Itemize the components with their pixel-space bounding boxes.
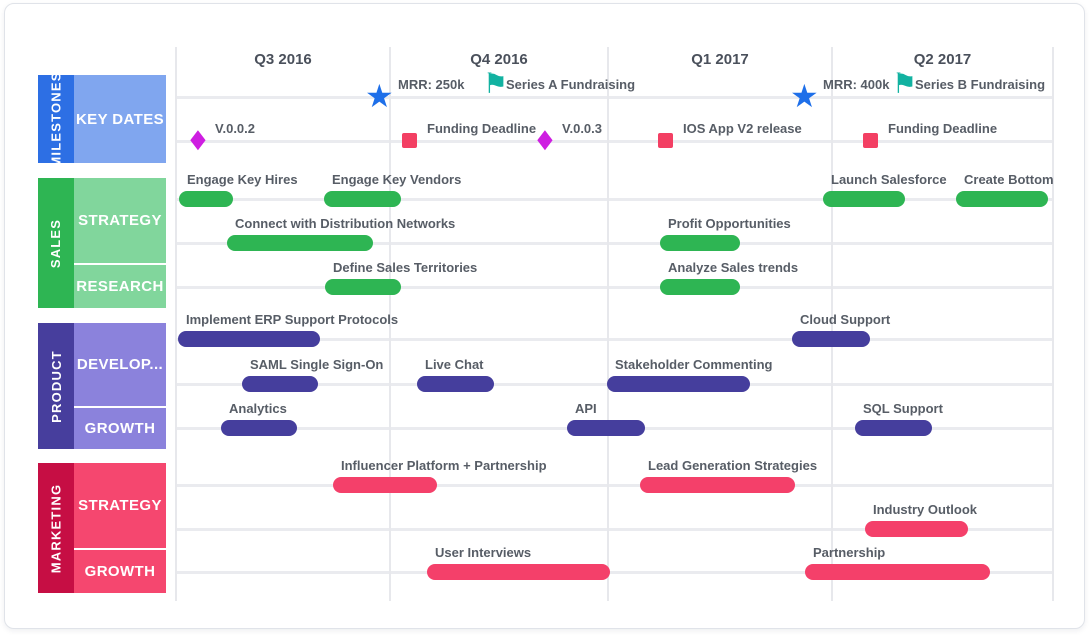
timeline-bar[interactable]: Launch Salesforce bbox=[823, 172, 947, 207]
lane-product-development[interactable]: DEVELOP... bbox=[74, 323, 166, 406]
bar-label: SQL Support bbox=[863, 401, 943, 416]
bar-label: Profit Opportunities bbox=[668, 216, 791, 231]
row-gridline bbox=[176, 198, 1053, 201]
lane-sales-research[interactable]: RESEARCH bbox=[74, 263, 166, 308]
milestone-label: Funding Deadline bbox=[888, 121, 998, 136]
milestone-label: IOS App V2 release bbox=[683, 121, 802, 136]
bar-label: Engage Key Hires bbox=[187, 172, 298, 187]
bar-label: SAML Single Sign-On bbox=[250, 357, 384, 372]
sidebar-group-sales[interactable]: SALES STRATEGY RESEARCH bbox=[38, 178, 166, 308]
star-icon[interactable]: ★ bbox=[790, 77, 819, 115]
lane-marketing-strategy[interactable]: STRATEGY bbox=[74, 463, 166, 549]
milestone-label: V.0.0.2 bbox=[215, 121, 256, 136]
bar-label: Connect with Distribution Networks bbox=[235, 216, 456, 231]
timeline-bar[interactable]: API bbox=[567, 401, 645, 436]
quarter-header-q1-2017: Q1 2017 bbox=[691, 51, 749, 68]
milestone-label: Series A Fundraising bbox=[506, 77, 636, 92]
group-header-sales[interactable]: SALES bbox=[38, 178, 74, 308]
diamond-icon[interactable]: ◆ bbox=[190, 122, 206, 154]
square-icon[interactable] bbox=[402, 133, 417, 148]
timeline-bar[interactable]: Stakeholder Commenting bbox=[607, 357, 772, 392]
group-header-marketing[interactable]: MARKETING bbox=[38, 463, 74, 593]
lane-sales-strategy[interactable]: STRATEGY bbox=[74, 178, 166, 264]
timeline-bar[interactable]: Live Chat bbox=[417, 357, 494, 392]
sidebar-group-marketing[interactable]: MARKETING STRATEGY GROWTH bbox=[38, 463, 166, 593]
milestone-label: MRR: 250k bbox=[398, 77, 465, 92]
quarter-gridline bbox=[831, 47, 833, 601]
milestone-label: V.0.0.3 bbox=[562, 121, 603, 136]
flag-icon[interactable]: ⚑ bbox=[483, 67, 509, 100]
sidebar-group-milestones[interactable]: MILESTONES KEY DATES bbox=[38, 71, 166, 167]
bar-label: API bbox=[575, 401, 597, 416]
diamond-icon[interactable]: ◆ bbox=[537, 122, 553, 154]
group-header-product[interactable]: PRODUCT bbox=[38, 323, 74, 449]
timeline-bar[interactable]: Define Sales Territories bbox=[325, 260, 477, 295]
timeline-bar[interactable]: Engage Key Hires bbox=[179, 172, 298, 207]
timeline-bar[interactable]: SAML Single Sign-On bbox=[242, 357, 383, 392]
timeline-bar[interactable]: Implement ERP Support Protocols bbox=[178, 312, 398, 347]
bar-label: Engage Key Vendors bbox=[332, 172, 462, 187]
bar-label: Define Sales Territories bbox=[333, 260, 478, 275]
quarter-header-q3-2016: Q3 2016 bbox=[254, 51, 312, 68]
star-icon[interactable]: ★ bbox=[365, 77, 394, 115]
lane-product-growth[interactable]: GROWTH bbox=[74, 405, 166, 449]
flag-icon[interactable]: ⚑ bbox=[892, 67, 918, 100]
row-gridline bbox=[176, 286, 1053, 289]
square-icon[interactable] bbox=[658, 133, 673, 148]
row-gridline bbox=[176, 140, 1053, 143]
bar-label: User Interviews bbox=[435, 545, 532, 560]
timeline-bar[interactable]: Profit Opportunities bbox=[660, 216, 791, 251]
timeline-bar[interactable]: Analyze Sales trends bbox=[660, 260, 798, 295]
row-gridline bbox=[176, 484, 1053, 487]
timeline-bar[interactable]: Lead Generation Strategies bbox=[640, 458, 817, 493]
milestone-label: Funding Deadline bbox=[427, 121, 537, 136]
row-gridline bbox=[176, 96, 1053, 99]
timeline-bar[interactable]: Partnership bbox=[805, 545, 990, 580]
row-gridline bbox=[176, 338, 1053, 341]
row-gridline bbox=[176, 242, 1053, 245]
quarter-header-q4-2016: Q4 2016 bbox=[470, 51, 528, 68]
bar-label: Create Bottom bbox=[964, 172, 1054, 187]
timeline-bar[interactable]: User Interviews bbox=[427, 545, 610, 580]
bar-label: Launch Salesforce bbox=[831, 172, 947, 187]
milestone-label: Series B Fundraising bbox=[915, 77, 1046, 92]
bar-label: Influencer Platform + Partnership bbox=[341, 458, 547, 473]
quarter-gridline bbox=[607, 47, 609, 601]
bar-label: Lead Generation Strategies bbox=[648, 458, 818, 473]
timeline-bar[interactable]: Create Bottom bbox=[956, 172, 1054, 207]
bar-label: Partnership bbox=[813, 545, 886, 560]
quarter-header-q2-2017: Q2 2017 bbox=[913, 51, 972, 68]
row-gridline bbox=[176, 571, 1053, 574]
lane-marketing-growth[interactable]: GROWTH bbox=[74, 548, 166, 593]
bar-label: Industry Outlook bbox=[873, 502, 977, 517]
row-gridline bbox=[176, 528, 1053, 531]
quarter-gridline bbox=[389, 47, 391, 601]
timeline-bar[interactable]: SQL Support bbox=[855, 401, 943, 436]
bar-label: Analyze Sales trends bbox=[668, 260, 799, 275]
lane-key-dates[interactable]: KEY DATES bbox=[74, 75, 166, 163]
timeline-bar[interactable]: Influencer Platform + Partnership bbox=[333, 458, 547, 493]
timeline-bar[interactable]: Cloud Support bbox=[792, 312, 890, 347]
milestone-label: MRR: 400k bbox=[823, 77, 890, 92]
timeline-bar[interactable]: Analytics bbox=[221, 401, 297, 436]
group-header-milestones[interactable]: MILESTONES bbox=[38, 71, 74, 167]
quarter-gridline bbox=[175, 47, 177, 601]
square-icon[interactable] bbox=[863, 133, 878, 148]
bar-label: Analytics bbox=[229, 401, 287, 416]
bar-label: Cloud Support bbox=[800, 312, 891, 327]
bar-label: Stakeholder Commenting bbox=[615, 357, 773, 372]
timeline-bar[interactable]: Connect with Distribution Networks bbox=[227, 216, 455, 251]
timeline-bar[interactable]: Engage Key Vendors bbox=[324, 172, 461, 207]
timeline-bar[interactable]: Industry Outlook bbox=[865, 502, 977, 537]
bar-label: Live Chat bbox=[425, 357, 484, 372]
bar-label: Implement ERP Support Protocols bbox=[186, 312, 399, 327]
sidebar-group-product[interactable]: PRODUCT DEVELOP... GROWTH bbox=[38, 323, 166, 449]
quarter-gridline bbox=[1052, 47, 1054, 601]
